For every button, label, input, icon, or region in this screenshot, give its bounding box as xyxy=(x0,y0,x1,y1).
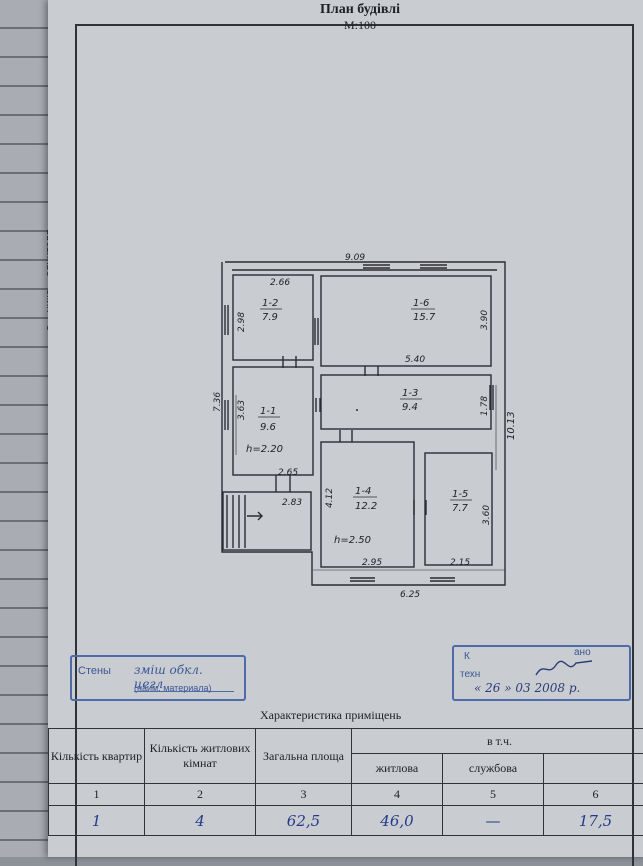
height-label: h=2.20 xyxy=(246,444,283,455)
dim-bottom: 6.25 xyxy=(400,590,420,600)
dim-r12-side: 2.98 xyxy=(237,312,247,332)
stamp-hint: (наим. материала) xyxy=(134,683,212,693)
room-area: 12.2 xyxy=(355,501,377,512)
room-area: 15.7 xyxy=(413,312,436,323)
dim-porch: 2.83 xyxy=(282,498,302,508)
room-outline-1-1 xyxy=(233,367,313,475)
subheader-cell: службова xyxy=(443,754,544,784)
value-cell: 17,5 xyxy=(544,806,643,836)
room-id: 1-3 xyxy=(402,388,418,399)
stamp-label: Стены xyxy=(78,665,111,677)
room-area: 7.9 xyxy=(262,312,278,323)
room-id: 1-1 xyxy=(260,406,276,417)
value-cell: — xyxy=(443,806,544,836)
dim-right-total: 10.13 xyxy=(506,411,517,440)
subheader-cell xyxy=(544,754,643,784)
dim-540: 5.40 xyxy=(405,355,425,365)
value-cell: 62,5 xyxy=(256,806,352,836)
header-cell: Кількість квартир xyxy=(49,729,145,784)
characteristics-table: Кількість квартир Кількість житлових кім… xyxy=(48,728,643,836)
stamp-label: техн xyxy=(460,669,480,680)
dim-r11-side: 3.63 xyxy=(237,400,247,420)
room-id: 1-4 xyxy=(355,486,371,497)
dim-r15-side: 3.60 xyxy=(482,505,492,525)
value-cell: 1 xyxy=(49,806,145,836)
dim-r15-bottom: 2.15 xyxy=(450,558,470,568)
dim-r13-side: 1.78 xyxy=(480,396,490,416)
column-number: 6 xyxy=(544,784,643,806)
dim-top: 9.09 xyxy=(345,253,365,263)
signature-mark xyxy=(534,657,594,679)
inspection-date-stamp: К ано техн « 26 » 03 2008 р. xyxy=(452,645,631,701)
column-number: 4 xyxy=(352,784,443,806)
characteristics-title: Характеристика приміщень xyxy=(260,708,401,723)
dim-r12-top: 2.66 xyxy=(270,278,290,288)
room-id: 1-6 xyxy=(413,298,429,309)
column-number: 1 xyxy=(49,784,145,806)
value-cell: 4 xyxy=(145,806,256,836)
header-cell: Кількість житлових кімнат xyxy=(145,729,256,784)
header-cell: Загальна площа xyxy=(256,729,352,784)
column-number: 3 xyxy=(256,784,352,806)
room-id: 1-2 xyxy=(262,298,278,309)
value-cell: 46,0 xyxy=(352,806,443,836)
dim-r14-side: 4.12 xyxy=(325,488,335,508)
dim-r11-bottom: 2.65 xyxy=(278,468,298,478)
room-id: 1-5 xyxy=(452,489,468,500)
subheader-cell: житлова xyxy=(352,754,443,784)
stamp-date: « 26 » 03 2008 р. xyxy=(474,681,580,695)
room-area: 7.7 xyxy=(452,503,469,514)
stamp-label: К xyxy=(464,651,470,662)
walls-material-stamp: Стены зміш обкл. цегл (наим. материала) xyxy=(70,655,246,701)
dim-r16-side: 3.90 xyxy=(480,310,490,330)
column-number: 2 xyxy=(145,784,256,806)
dim-r14-bottom: 2.95 xyxy=(362,558,382,568)
height-label: h=2.50 xyxy=(334,535,371,546)
column-number: 5 xyxy=(443,784,544,806)
room-area: 9.6 xyxy=(260,422,276,433)
room-area: 9.4 xyxy=(402,402,418,413)
header-cell: в т.ч. xyxy=(352,729,643,754)
dim-left-total: 7.36 xyxy=(213,392,223,412)
room-outline-1-6 xyxy=(321,276,491,366)
